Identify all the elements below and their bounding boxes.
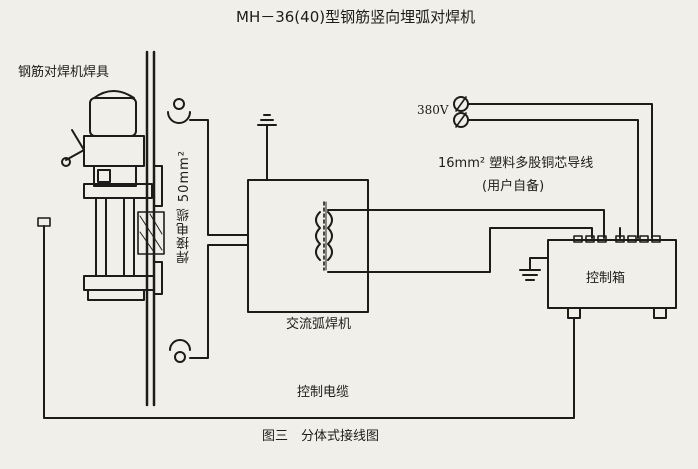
- label-welding-cable: 焊接电缆 50mm²: [177, 150, 192, 264]
- ground-symbol-box: [519, 257, 549, 281]
- control-cable: [37, 217, 575, 419]
- label-control-box: 控制箱: [586, 271, 626, 286]
- welder-to-box-leads: [327, 209, 605, 273]
- welding-clamp: [61, 90, 165, 301]
- ac-welder: [231, 179, 369, 313]
- rebar: [145, 50, 156, 407]
- diagram-title: MH－36(40)型钢筋竖向埋弧对焊机: [236, 8, 476, 26]
- label-welding-clamp: 钢筋对焊机焊具: [18, 65, 110, 80]
- ground-symbol-welder: [257, 114, 277, 181]
- label-user-supplied: (用户自备): [482, 179, 545, 194]
- welding-cable: [189, 119, 233, 359]
- cable-lug-top: [167, 98, 191, 124]
- figure-caption: 图三 分体式接线图: [262, 429, 380, 444]
- label-voltage: 380V: [417, 103, 449, 117]
- supply-380v: [453, 96, 653, 239]
- label-wire-spec: 16mm² 塑料多股铜芯导线: [438, 156, 594, 171]
- cable-lug-bottom: [169, 339, 191, 363]
- label-control-cable: 控制电缆: [297, 385, 350, 400]
- label-ac-welder: 交流弧焊机: [286, 317, 352, 332]
